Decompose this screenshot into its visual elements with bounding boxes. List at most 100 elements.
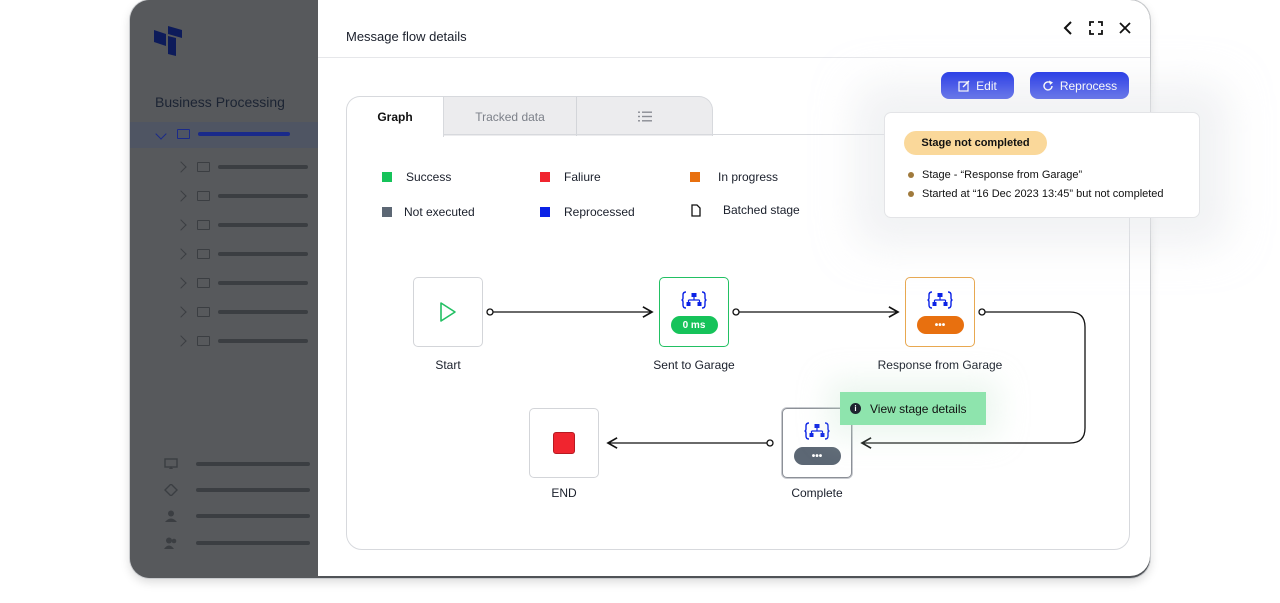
folder-icon — [197, 220, 210, 230]
sidebar-item-label — [196, 541, 310, 545]
sidebar-tree-item[interactable] — [175, 335, 308, 347]
status-pill: ••• — [793, 447, 841, 465]
status-badge: Stage not completed — [904, 131, 1047, 155]
sidebar-item-label — [218, 223, 308, 227]
legend-label: Not executed — [404, 205, 475, 219]
close-icon — [1119, 22, 1131, 34]
chevron-right-icon — [175, 190, 187, 202]
popover-stage-text: Stage - “Response from Garage” — [922, 169, 1083, 181]
monitor-icon — [164, 458, 178, 469]
graph-panel — [346, 134, 1130, 550]
edit-button[interactable]: Edit — [941, 72, 1014, 99]
folder-icon — [197, 162, 210, 172]
folder-icon — [197, 249, 210, 259]
bullet-icon — [908, 172, 914, 178]
view-stage-details-tooltip[interactable]: i View stage details — [840, 392, 986, 425]
bullet-icon — [908, 191, 914, 197]
sidebar-nav-monitor[interactable] — [164, 458, 310, 470]
edit-label: Edit — [976, 78, 997, 93]
node-sent-to-garage[interactable]: 0 ms — [659, 277, 729, 347]
reprocess-button[interactable]: Reprocess — [1030, 72, 1129, 99]
legend-batched-stage: Batched stage — [691, 203, 800, 217]
sidebar-item-label — [218, 310, 308, 314]
sidebar-tree-item[interactable] — [175, 190, 308, 202]
chevron-right-icon — [175, 335, 187, 347]
legend-label: Faliure — [564, 170, 601, 184]
sidebar-item-label — [198, 132, 290, 136]
sidebar-item-label — [218, 252, 308, 256]
chevron-left-icon — [1063, 21, 1072, 35]
node-response-from-garage[interactable]: ••• — [905, 277, 975, 347]
tab-tracked-data[interactable]: Tracked data — [443, 96, 577, 136]
popover-started-line: Started at “16 Dec 2023 13:45” but not c… — [908, 188, 1164, 200]
list-icon — [637, 111, 652, 122]
popover-stage-line: Stage - “Response from Garage” — [908, 169, 1082, 181]
tab-bar: Graph Tracked data — [346, 96, 713, 137]
play-icon — [440, 302, 456, 322]
fullscreen-button[interactable] — [1088, 20, 1104, 36]
modal-title: Message flow details — [346, 29, 467, 44]
tab-list[interactable] — [576, 96, 713, 136]
legend-label: In progress — [718, 170, 779, 184]
node-complete[interactable]: ••• — [782, 408, 852, 478]
sidebar-tree-item[interactable] — [175, 161, 308, 173]
folder-icon — [197, 336, 210, 346]
node-start-label: Start — [435, 358, 461, 372]
sidebar-item-label — [218, 339, 308, 343]
stop-icon — [553, 432, 575, 454]
reprocess-label: Reprocess — [1059, 78, 1118, 93]
node-complete-label: Complete — [791, 486, 843, 500]
in-progress-swatch — [690, 172, 700, 182]
legend-in-progress: In progress — [690, 170, 778, 184]
sidebar-tree-item[interactable] — [175, 277, 308, 289]
chevron-right-icon — [175, 248, 187, 260]
node-end[interactable] — [529, 408, 599, 478]
sidebar-item-label — [196, 514, 310, 518]
sidebar-tree-root[interactable] — [155, 128, 290, 140]
route-icon — [164, 484, 178, 496]
sidebar-nav-users[interactable] — [164, 537, 310, 549]
back-button[interactable] — [1060, 20, 1076, 36]
chevron-right-icon — [175, 277, 187, 289]
refresh-icon — [1043, 80, 1053, 91]
users-icon — [164, 537, 177, 549]
legend-label: Reprocessed — [564, 205, 635, 219]
sidebar-item-label — [218, 165, 308, 169]
app-logo — [154, 26, 182, 56]
sidebar-tree-item[interactable] — [175, 248, 308, 260]
chevron-right-icon — [175, 219, 187, 231]
view-stage-details-label: View stage details — [870, 401, 967, 416]
folder-icon — [197, 307, 210, 317]
legend-success: Success — [382, 170, 451, 184]
flow-stage-icon — [927, 291, 953, 309]
failure-swatch — [540, 172, 550, 182]
sidebar-item-label — [196, 488, 310, 492]
chevron-right-icon — [175, 161, 187, 173]
status-pill: ••• — [916, 316, 964, 334]
tab-graph[interactable]: Graph — [346, 96, 444, 137]
reprocessed-swatch — [540, 207, 550, 217]
close-button[interactable] — [1117, 20, 1133, 36]
legend-failure: Faliure — [540, 170, 601, 184]
edit-icon — [958, 80, 970, 92]
sidebar-title: Business Processing — [155, 94, 285, 110]
folder-icon — [177, 129, 190, 139]
sidebar-tree-item[interactable] — [175, 219, 308, 231]
folder-icon — [197, 278, 210, 288]
user-icon — [165, 510, 177, 522]
legend-label: Success — [406, 170, 452, 184]
sidebar-nav-routes[interactable] — [164, 484, 310, 496]
sidebar-tree-item[interactable] — [175, 306, 308, 318]
document-icon — [691, 203, 701, 217]
flow-stage-icon — [681, 291, 707, 309]
success-swatch — [382, 172, 392, 182]
sidebar: Business Processing — [130, 0, 320, 578]
stage-status-popover: Stage not completed Stage - “Response fr… — [885, 113, 1199, 217]
chevron-down-icon — [155, 128, 167, 140]
sidebar-nav-user[interactable] — [164, 510, 310, 522]
sidebar-item-label — [218, 194, 308, 198]
legend-not-executed: Not executed — [382, 205, 475, 219]
node-end-label: END — [551, 486, 577, 500]
node-start[interactable] — [413, 277, 483, 347]
legend-label: Batched stage — [723, 203, 800, 217]
